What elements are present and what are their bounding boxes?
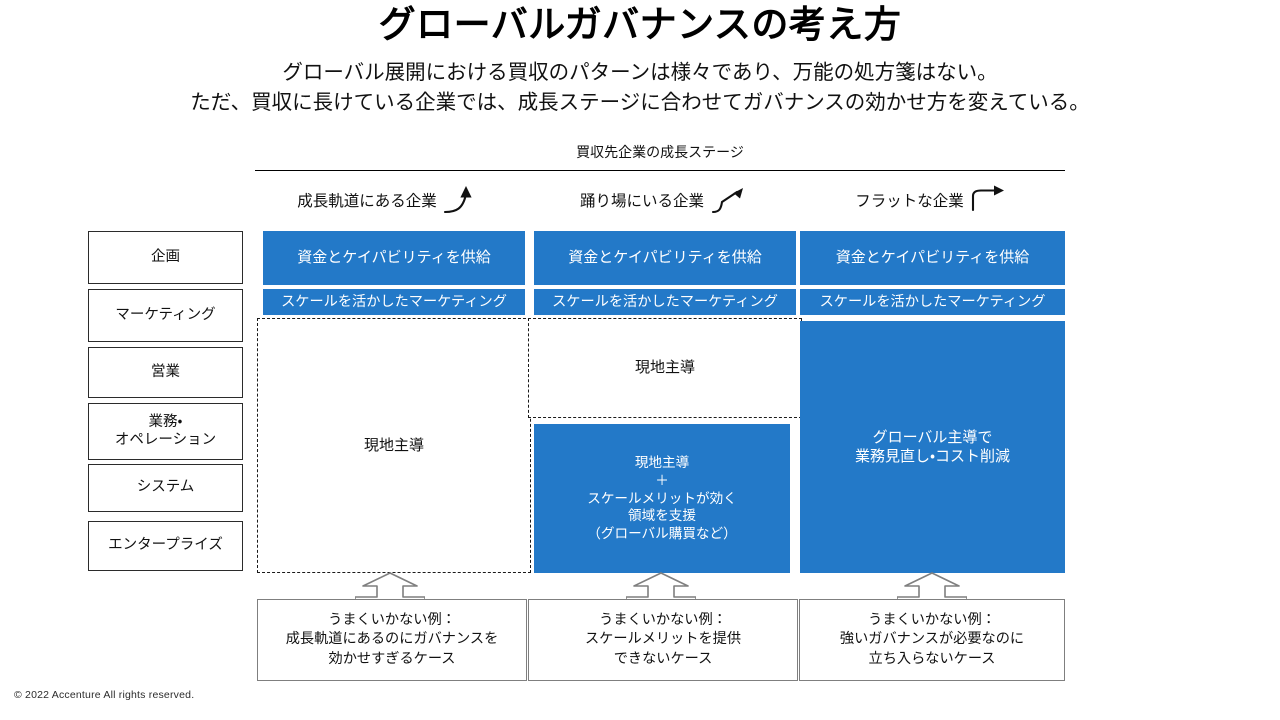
row-label-sales[interactable]: 営業 [88, 347, 243, 398]
matrix-cell-col1-local-led-text: 現地主導 [363, 436, 424, 454]
matrix-band-title: 買収先企業の成長ステージ [576, 144, 744, 160]
column-header-3: フラットな企業 [800, 185, 1065, 215]
matrix-cell-col2-local-led-text: 現地主導 [634, 359, 695, 377]
matrix-cell-col2-supply-text: 資金とケイパビリティを供給 [568, 249, 762, 267]
callout-box-3[interactable]: うまくいかない例： 強いガバナンスが必要なのに 立ち入らないケース [799, 599, 1065, 681]
callout-box-1[interactable]: うまくいかない例： 成長軌道にあるのにガバナンスを 効かせすぎるケース [257, 599, 527, 681]
matrix-cell-col1-supply-text: 資金とケイパビリティを供給 [297, 249, 491, 267]
flat-right-arrow-icon [970, 185, 1010, 215]
callout-box-2-text: うまくいかない例： スケールメリットを提供 できないケース [584, 612, 742, 667]
row-label-marketing[interactable]: マーケティング [88, 289, 243, 342]
callout-box-1-text: うまくいかない例： 成長軌道にあるのにガバナンスを 効かせすぎるケース [285, 612, 499, 667]
matrix-cell-col3-supply-text: 資金とケイパビリティを供給 [835, 249, 1030, 267]
matrix-cell-col2-marketing-text: スケールを活かしたマーケティング [552, 293, 778, 310]
matrix-cell-col1-supply[interactable]: 資金とケイパビリティを供給 [263, 231, 525, 285]
copyright-footer: © 2022 Accenture All rights reserved. [14, 689, 195, 701]
matrix-cell-col2-local-plus-scale[interactable]: 現地主導 ＋ スケールメリットが効く 領域を支援 （グローバル購買など） [534, 424, 790, 573]
row-label-planning-text: 企画 [151, 248, 180, 265]
row-label-system-text: システム [136, 479, 195, 496]
callout-box-3-text: うまくいかない例： 強いガバナンスが必要なのに 立ち入らないケース [839, 612, 1025, 667]
step-up-arrow-icon [710, 185, 750, 215]
matrix-cell-col1-marketing[interactable]: スケールを活かしたマーケティング [263, 289, 525, 315]
matrix-cell-col3-global-led[interactable]: グローバル主導で 業務見直し・コスト削減 [800, 321, 1065, 573]
row-label-system[interactable]: システム [88, 464, 243, 512]
row-label-operations[interactable]: 業務・ オペレーション [88, 403, 243, 460]
row-label-planning[interactable]: 企画 [88, 231, 243, 284]
column-header-3-label: フラットな企業 [855, 193, 964, 210]
matrix-cell-col2-local-led[interactable]: 現地主導 [528, 318, 802, 418]
row-label-marketing-text: マーケティング [115, 306, 216, 323]
column-header-1-label: 成長軌道にある企業 [297, 193, 437, 210]
row-label-operations-text: 業務・ オペレーション [114, 414, 217, 448]
matrix-cell-col2-supply[interactable]: 資金とケイパビリティを供給 [534, 231, 796, 285]
matrix-cell-col2-local-plus-scale-text: 現地主導 ＋ スケールメリットが効く 領域を支援 （グローバル購買など） [587, 455, 737, 541]
matrix-cell-col3-marketing[interactable]: スケールを活かしたマーケティング [800, 289, 1065, 315]
subtitle-line-1: グローバル展開における買収のパターンは様々であり、万能の処方箋はない。 [282, 61, 998, 84]
matrix-cell-col1-marketing-text: スケールを活かしたマーケティング [281, 293, 507, 310]
matrix-cell-col3-supply[interactable]: 資金とケイパビリティを供給 [800, 231, 1065, 285]
page-title: グローバルガバナンスの考え方 [378, 4, 902, 45]
curve-up-arrow-icon [443, 185, 483, 215]
row-label-enterprise[interactable]: エンタープライズ [88, 521, 243, 571]
matrix-cell-col1-local-led[interactable]: 現地主導 [257, 318, 531, 573]
callout-box-2[interactable]: うまくいかない例： スケールメリットを提供 できないケース [528, 599, 798, 681]
row-label-sales-text: 営業 [151, 363, 180, 380]
matrix-cell-col3-marketing-text: スケールを活かしたマーケティング [819, 293, 1046, 310]
row-label-enterprise-text: エンタープライズ [108, 537, 223, 554]
matrix-cell-col2-marketing[interactable]: スケールを活かしたマーケティング [534, 289, 796, 315]
matrix-cell-col3-global-led-text: グローバル主導で 業務見直し・コスト削減 [854, 428, 1011, 466]
subtitle-line-2: ただ、買収に長けている企業では、成長ステージに合わせてガバナンスの効かせ方を変え… [190, 90, 1090, 114]
column-header-1: 成長軌道にある企業 [255, 186, 525, 214]
column-header-2: 踊り場にいる企業 [530, 186, 800, 214]
column-header-2-label: 踊り場にいる企業 [579, 193, 704, 210]
subtitle-block: グローバル展開における買収のパターンは様々であり、万能の処方箋はない。 ただ、買… [0, 58, 1280, 117]
matrix-band-rule [255, 170, 1065, 171]
